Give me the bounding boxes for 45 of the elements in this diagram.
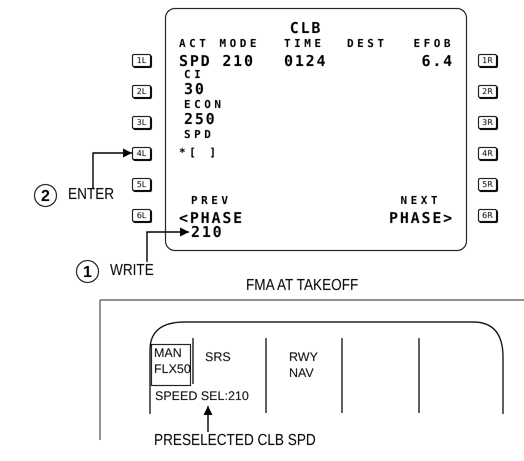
entry-field: *[ ]: [179, 146, 220, 160]
arrow: [204, 406, 212, 432]
mode-text: SRS: [205, 349, 231, 365]
field-label: ECON: [184, 98, 224, 112]
line-select-key: 6R: [478, 209, 497, 222]
line-select-key: 1L: [132, 54, 151, 67]
field-label: CI: [184, 68, 204, 82]
step-number: 2: [34, 184, 57, 207]
line-select-key: 4R: [478, 147, 497, 160]
field-label: PREV: [191, 194, 232, 208]
cdu-screen: [165, 8, 467, 251]
step-label: ENTER: [68, 186, 114, 204]
callout-text: PRESELECTED CLB SPD: [154, 432, 316, 450]
scratchpad-text: 210: [191, 225, 224, 239]
line-select-key: 2L: [132, 85, 151, 98]
panel-title: FMA AT TAKEOFF: [246, 277, 358, 295]
field-label: SPD: [184, 128, 214, 142]
field-value: SPD 210: [179, 54, 255, 68]
cdu-title: CLB: [290, 21, 322, 35]
speed-annunciation: SPEED SEL:210: [155, 388, 249, 406]
line-select-key: 3R: [478, 116, 497, 129]
mode-text: RWY NAV: [289, 349, 319, 381]
column-heading: DEST: [347, 37, 388, 51]
step-label: WRITE: [110, 262, 154, 280]
field-value: 0124: [284, 54, 328, 68]
column-heading: TIME: [284, 37, 324, 51]
column-heading: ACT MODE: [179, 37, 260, 51]
page-link: PHASE>: [389, 211, 454, 225]
field-value: 250: [184, 112, 216, 126]
engaged-mode-box: MAN FLX50: [151, 344, 191, 386]
field-value: 30: [184, 82, 206, 96]
field-label: NEXT: [400, 194, 441, 208]
arrow: [146, 228, 189, 262]
line-select-key: 1R: [478, 54, 497, 67]
line-select-key: 5R: [478, 178, 497, 191]
step-number: 1: [76, 260, 99, 283]
line-select-key: 2R: [478, 85, 497, 98]
line-select-key: 3L: [132, 116, 151, 129]
line-select-key: 5L: [132, 178, 151, 191]
arrow: [92, 148, 132, 188]
page-link: <PHASE: [179, 211, 244, 225]
line-select-key: 4L: [132, 147, 151, 160]
line-select-key: 6L: [132, 209, 151, 222]
field-value: 6.4: [422, 54, 454, 68]
column-heading: EFOB: [414, 37, 454, 51]
